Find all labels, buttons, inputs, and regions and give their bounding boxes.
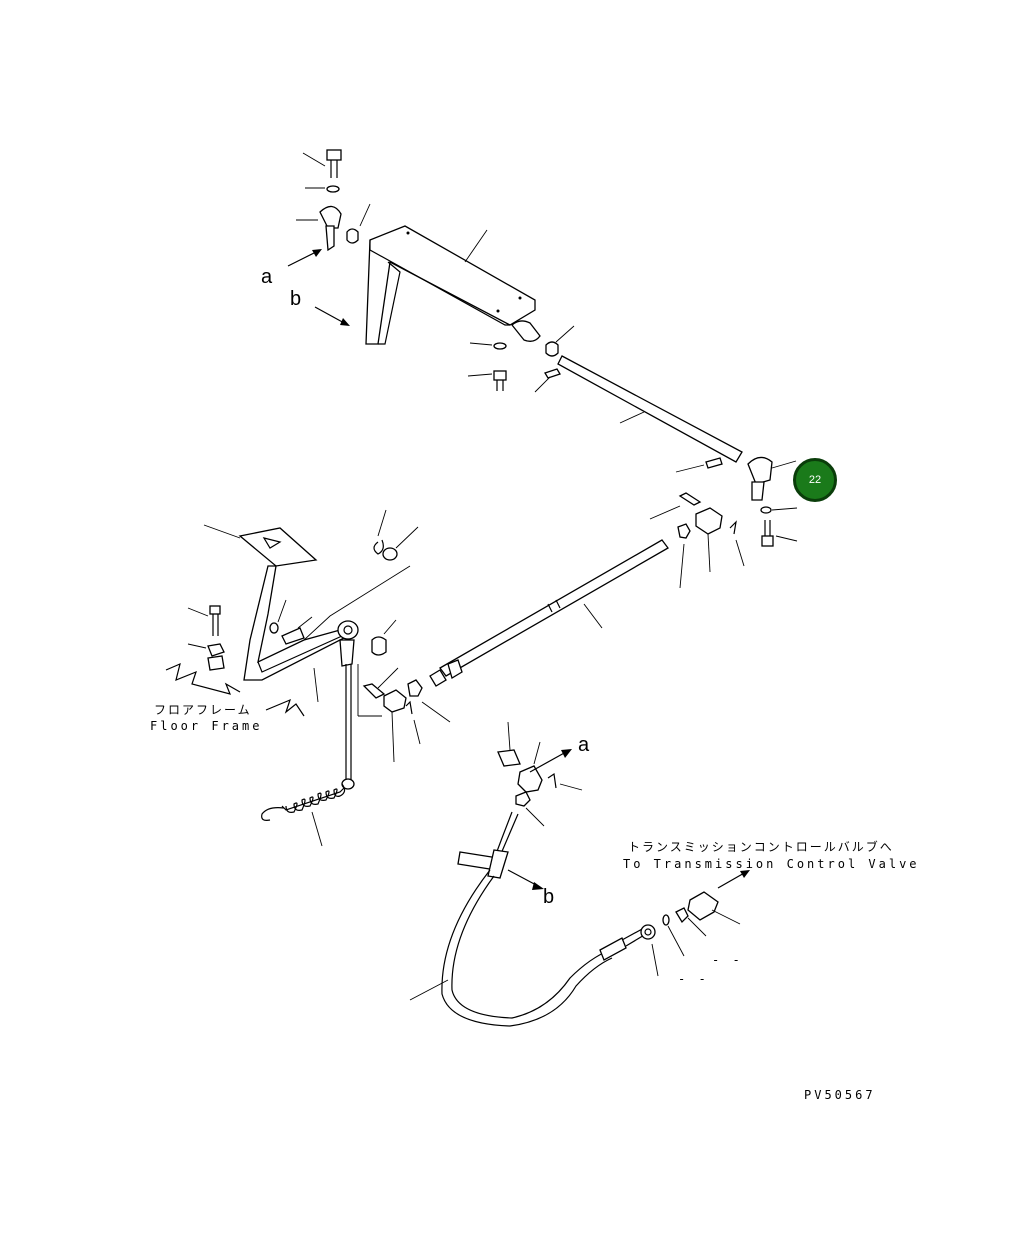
arrow-to-valve	[717, 870, 750, 889]
mid-nut	[515, 791, 545, 827]
cable-end-washer-small	[662, 914, 685, 957]
right-yoke	[695, 507, 723, 573]
label-valve-en: To Transmission Control Valve	[623, 857, 920, 871]
right-nut	[677, 523, 691, 589]
mid-cotter-pin	[547, 772, 583, 791]
pedal-bracket	[365, 225, 541, 345]
arrow-b-mid	[507, 869, 544, 890]
center-pin-bolt	[362, 667, 399, 699]
pedal-arm-washer	[269, 599, 287, 634]
label-a-top: a	[261, 266, 273, 288]
rod-nut-left	[407, 679, 451, 723]
snap-ring	[373, 509, 387, 555]
label-dash-2: - -	[678, 972, 709, 986]
label-dash-1: - -	[712, 953, 743, 967]
label-floor-frame-en: Floor Frame	[150, 719, 263, 733]
right-lever	[747, 456, 797, 501]
right-cotter-pin	[729, 520, 745, 567]
pedal-pin-line	[303, 565, 411, 641]
drawing-number: PV50567	[804, 1088, 876, 1102]
center-yoke	[383, 689, 407, 763]
pedal-bushing	[371, 619, 397, 656]
link-rod-to-spring	[345, 664, 382, 780]
top-bushing	[346, 203, 371, 244]
control-cable	[409, 811, 647, 1027]
floor-frame-outline	[165, 662, 305, 717]
label-a-mid: a	[578, 734, 590, 756]
pedal-washer	[382, 526, 419, 561]
callout-number: 22	[808, 474, 822, 486]
top-washer	[305, 185, 340, 193]
pedal-arm-leader	[313, 667, 319, 703]
bracket-key	[534, 368, 561, 393]
control-rod	[429, 539, 669, 687]
pedal-pad	[203, 524, 318, 567]
return-spring	[261, 778, 355, 847]
pedal-stopper-nut	[187, 643, 225, 657]
arrow-b-top	[314, 306, 350, 326]
cross-shaft	[557, 355, 743, 473]
pedal-arm-bolt	[281, 616, 313, 645]
right-bolt	[761, 520, 798, 547]
cable-end-yoke	[687, 891, 741, 925]
mid-bolt	[497, 721, 521, 767]
pedal-stopper-cap	[207, 655, 225, 671]
cable-end-nut	[675, 907, 707, 937]
bracket-bolt	[467, 370, 507, 391]
bracket-washer	[469, 342, 507, 350]
right-washer	[760, 506, 798, 514]
label-b-mid: b	[543, 886, 555, 908]
arrow-a-top	[287, 249, 322, 267]
arrow-a-mid	[529, 749, 572, 773]
right-pin-bolt	[649, 492, 702, 520]
callout-badge-22[interactable]: 22	[793, 458, 837, 502]
top-clamp	[296, 205, 342, 252]
mid-yoke	[517, 741, 543, 793]
center-cotter-pin	[405, 700, 421, 745]
pedal-arm	[243, 565, 359, 681]
bracket-bushing	[545, 325, 575, 357]
label-valve-jp: トランスミッションコントロールバルブへ	[628, 840, 894, 854]
cable-end-washer	[640, 924, 659, 977]
top-bolt	[302, 149, 342, 178]
pedal-stopper-bolt	[187, 605, 221, 636]
label-b-top: b	[290, 288, 302, 310]
label-floor-frame-jp: フロアフレーム	[154, 703, 252, 717]
